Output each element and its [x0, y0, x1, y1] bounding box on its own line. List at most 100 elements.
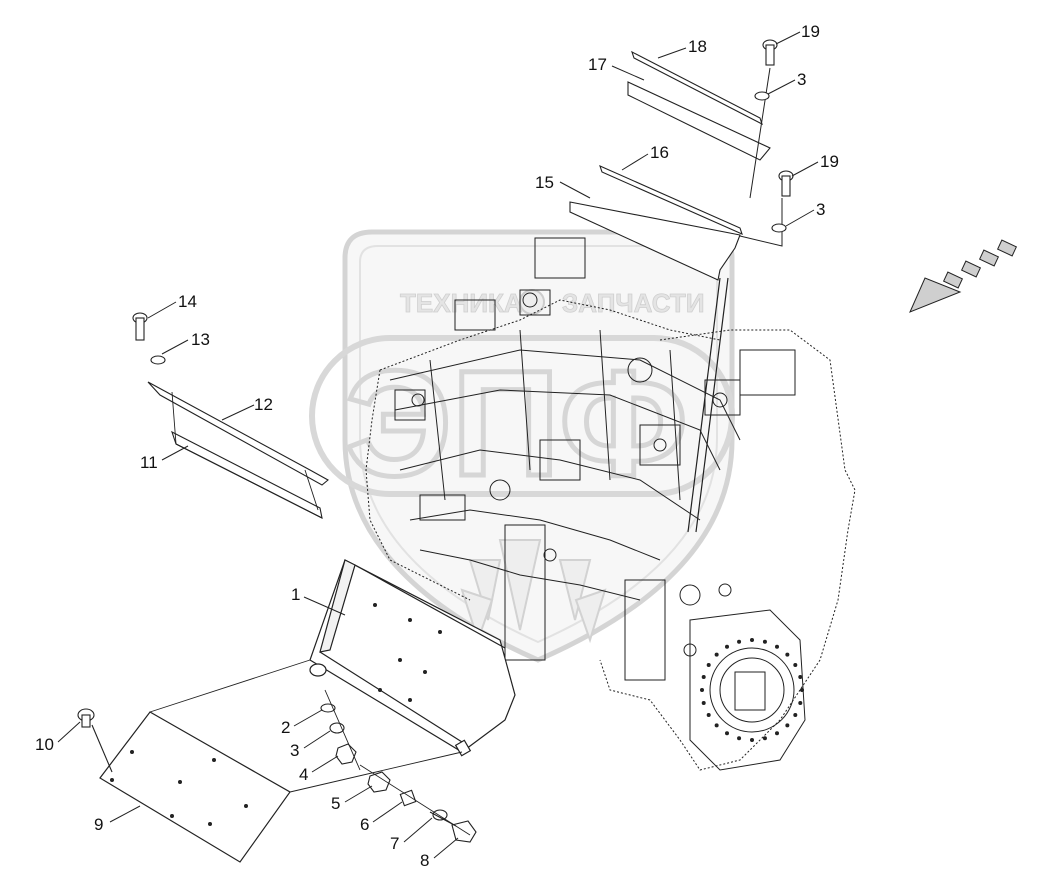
- part-9-hole: [130, 750, 134, 754]
- frame-boss-9: [718, 583, 732, 597]
- callout-2: 2: [281, 718, 290, 737]
- callout-13: 13: [191, 330, 210, 349]
- leader-1: [303, 596, 346, 616]
- callout-6: 6: [360, 815, 369, 834]
- flywheel-bolt-ring: [700, 638, 804, 742]
- flywheel-bolt-hole: [750, 738, 754, 742]
- tractor-frame: [365, 237, 856, 771]
- flywheel-bolt-hole: [785, 723, 790, 728]
- leader-3a: [303, 730, 331, 749]
- frame-beam-4: [409, 509, 661, 561]
- callout-3b: 3: [797, 70, 806, 89]
- part-16-strip: [599, 164, 743, 236]
- leader-8: [433, 837, 459, 859]
- part-1-holes: [373, 603, 442, 702]
- frame-beam-5: [419, 549, 641, 601]
- part-1-hole: [398, 658, 402, 662]
- flywheel-housing-bore-inner: [719, 657, 785, 723]
- part-1-hole: [438, 630, 442, 634]
- flywheel-housing-bore: [709, 647, 795, 733]
- frame-crossmember: [429, 329, 681, 501]
- flywheel-bolt-hole: [793, 663, 798, 667]
- leader-17: [611, 65, 645, 81]
- frame-beam-1: [389, 349, 741, 441]
- leader-11: [161, 445, 189, 461]
- flywheel-bolt-hole: [762, 639, 767, 644]
- part-2-washer-icon: [320, 703, 336, 713]
- watermark-wheat-icon: [460, 539, 607, 644]
- frame-bracket-8: [739, 349, 796, 396]
- part-13-washer-icon: [150, 355, 166, 365]
- part-14-bolt-icon: [132, 312, 148, 341]
- frame-beam-3: [399, 449, 701, 521]
- leader-16: [621, 153, 649, 171]
- frame-outline-top: [379, 299, 721, 371]
- callout-1: 1: [291, 585, 300, 604]
- frame-bracket-4: [639, 424, 681, 466]
- flywheel-bolt-hole: [800, 688, 804, 692]
- frame-bracket-5: [539, 439, 581, 481]
- leader-18: [657, 47, 687, 59]
- frame-pillar-right: [624, 579, 666, 681]
- part-1-hole: [373, 603, 377, 607]
- flywheel-bolt-hole: [798, 700, 803, 705]
- frame-outline-rear: [599, 329, 856, 771]
- watermark-logo-band: [309, 335, 735, 497]
- part-9-hole: [110, 778, 114, 782]
- part-10-axis: [91, 724, 113, 773]
- callout-14: 14: [178, 292, 197, 311]
- flywheel-bolt-hole: [701, 675, 706, 680]
- frame-boss-1: [522, 292, 538, 308]
- leader-19b: [791, 161, 819, 177]
- watermark: ТЕХНИКА ЗАПЧАСТИ ЭПФ: [309, 229, 735, 663]
- callout-4: 4: [299, 765, 308, 784]
- callout-16: 16: [650, 143, 669, 162]
- callout-17: 17: [588, 55, 607, 74]
- part-9-hole: [170, 814, 174, 818]
- frame-boss-6: [489, 479, 511, 501]
- upper-guide-rod-2: [695, 277, 729, 533]
- part-10-bolt-icon: [77, 708, 95, 728]
- upper-guide-rod: [687, 277, 721, 533]
- leader-2: [293, 709, 323, 727]
- part-9-hole: [178, 780, 182, 784]
- frame-boss-2: [411, 393, 425, 407]
- flywheel-bolt-hole: [706, 713, 711, 717]
- flywheel-bolt-hole: [706, 663, 711, 667]
- callout-19a: 19: [801, 22, 820, 41]
- frame-bracket-6: [394, 389, 426, 421]
- leader-5: [344, 785, 373, 803]
- frame-boss-7: [627, 357, 653, 383]
- part-9-hole: [208, 822, 212, 826]
- callout-15: 15: [535, 173, 554, 192]
- watermark-word-left: ТЕХНИКА: [400, 288, 523, 318]
- upper-fastener-line-2: [739, 198, 783, 247]
- flywheel-bolt-hole: [701, 700, 706, 705]
- flywheel-bolt-hole: [737, 736, 742, 741]
- leader-9: [109, 805, 141, 823]
- part-19-bolt-top-icon: [762, 39, 778, 66]
- callout-3c: 3: [816, 200, 825, 219]
- leader-15: [559, 181, 591, 199]
- part-12-to-11-link: [171, 391, 319, 511]
- callout-5: 5: [331, 794, 340, 813]
- part-1-lower-guard: [309, 559, 516, 757]
- leader-14: [147, 301, 177, 319]
- part-3-washer-top-icon: [754, 91, 770, 101]
- frame-bracket-9: [419, 494, 466, 521]
- front-direction-arrow-icon: [909, 239, 1018, 313]
- part-1-hole: [423, 670, 427, 674]
- leader-12: [221, 404, 255, 421]
- flywheel-bolt-hole: [714, 723, 719, 728]
- lower-fastener-axis: [324, 689, 471, 836]
- part-3-washer-second-icon: [771, 223, 787, 233]
- flywheel-housing: [689, 609, 806, 771]
- watermark-shield-inner: [359, 245, 718, 644]
- part-9-edge-line: [149, 659, 463, 793]
- callout-9: 9: [94, 815, 103, 834]
- callout-8: 8: [420, 851, 429, 870]
- leader-3c: [785, 209, 815, 227]
- part-17-shield: [627, 81, 771, 161]
- leader-7: [403, 817, 433, 843]
- flywheel-bolt-hole: [725, 644, 729, 649]
